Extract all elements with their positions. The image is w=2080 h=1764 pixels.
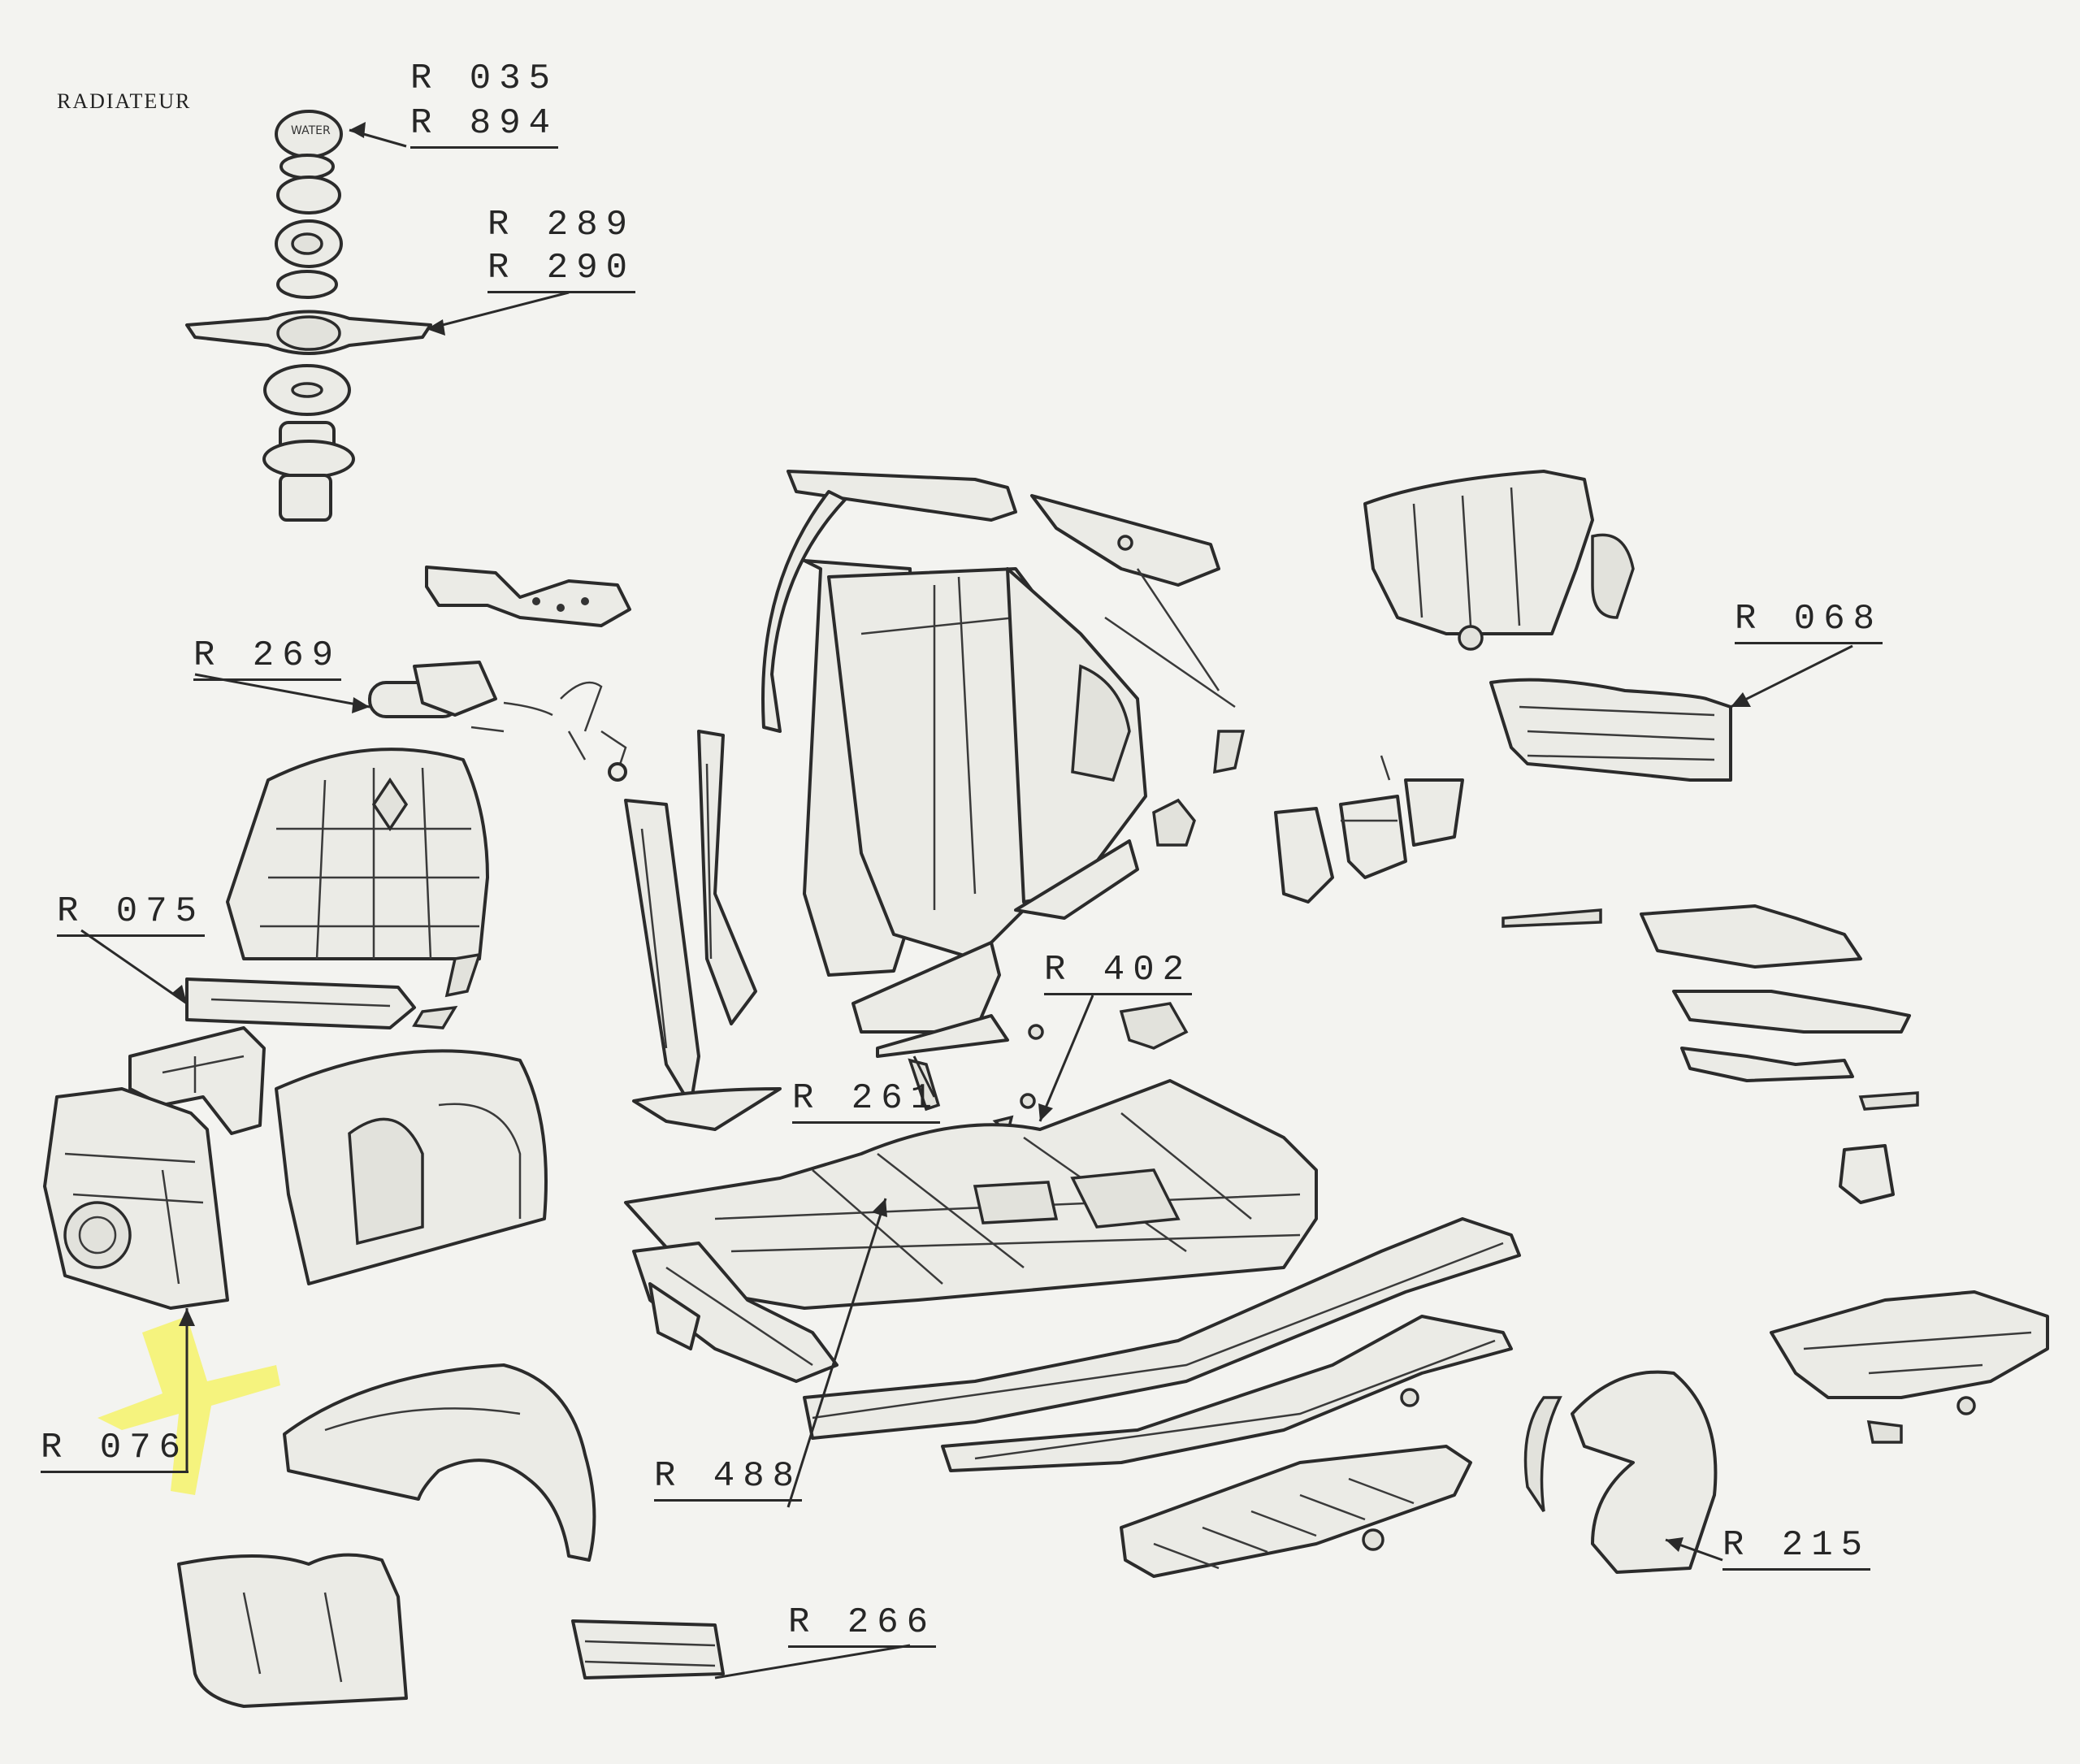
side-rail-rear [941,1315,1513,1472]
rear-panel-upper [1363,470,1635,651]
front-crossmember [185,952,482,1029]
rear-floor-trays [1640,904,1919,1204]
wheel-arch-panel [275,1049,548,1285]
label-r075: R 075 [57,894,206,937]
boot-floor [1120,1388,1472,1578]
cap-text: WATER [291,124,331,137]
floor-pan [624,1079,1318,1310]
label-r068: R 068 [1735,601,1883,644]
rear-crossmember [1489,678,1732,782]
highlight-mark [98,1316,280,1495]
label-r290: R 290 [488,250,636,293]
side-rail-front [803,1217,1521,1440]
label-r269: R 269 [193,638,342,681]
label-r266: R 266 [788,1605,937,1648]
firewall-panel [226,748,489,960]
front-rail [632,1242,838,1383]
label-r402: R 402 [1044,952,1193,995]
body-side-frame [761,470,1236,977]
leader-lines [80,122,1853,1679]
dash-plate-strip [425,566,631,627]
label-r488: R 488 [654,1458,803,1502]
label-r035: R 035 [410,59,559,99]
label-r261: R 261 [792,1081,941,1124]
splash-shield [177,1553,408,1708]
rear-brackets [1274,755,1602,928]
label-r289: R 289 [488,205,636,245]
rear-floor-extension [1770,1290,2049,1444]
small-fittings [908,730,1246,1137]
section-title: RADIATEUR [57,89,192,113]
radiator-cap-assembly: WATER [185,110,432,522]
inner-wing-left [43,1087,229,1310]
label-r215: R 215 [1722,1528,1871,1571]
pillar-trim [624,730,757,1107]
handle-bracket [368,661,627,782]
sill-strip [571,1619,725,1679]
front-fender [283,1363,596,1562]
quarter-glass-panel [632,839,1139,1131]
rear-fender [1523,1370,1718,1574]
label-r894: R 894 [410,106,559,149]
label-r076: R 076 [41,1430,189,1473]
